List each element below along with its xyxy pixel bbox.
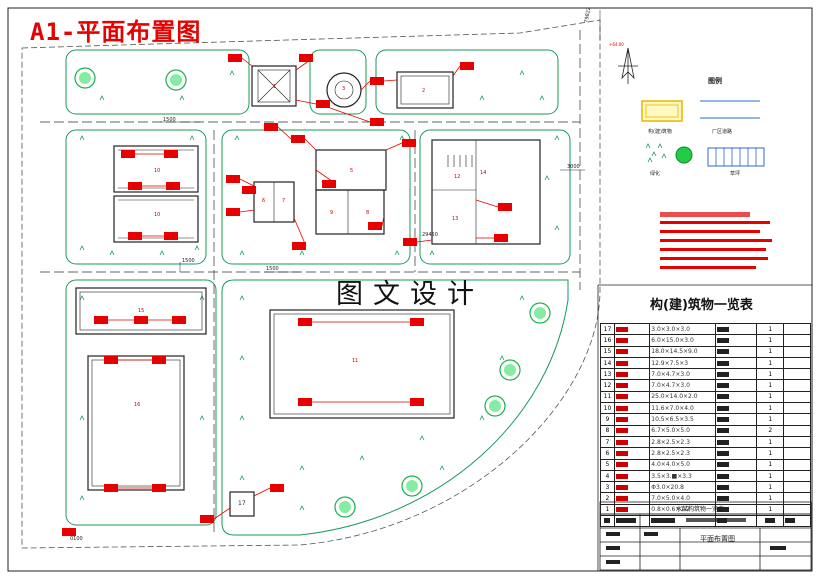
building-2 — [396, 71, 454, 109]
table-header-row — [600, 515, 811, 528]
building-9-8 — [315, 189, 385, 235]
dim-1500-b: 1500 — [182, 258, 195, 264]
zone-b2 — [221, 129, 411, 265]
zone-c1 — [65, 279, 217, 526]
dim-1500-c: 1500 — [266, 266, 279, 272]
unit-label-9: 9 — [330, 210, 334, 216]
dim-0100: 0100 — [70, 536, 83, 542]
building-10a — [113, 145, 199, 193]
zone-b1 — [65, 129, 207, 265]
tree-fill — [79, 72, 546, 513]
buildings — [75, 65, 541, 517]
dim-3000: 3000 — [567, 164, 580, 170]
legend-item-lawn: 草坪 — [730, 171, 741, 177]
unit-label-13: 13 — [452, 216, 459, 222]
table-footer: 水某构筑物一览表 — [676, 506, 725, 513]
building-16 — [87, 355, 185, 491]
coord-label: +64.00 — [609, 42, 624, 47]
grass-marks — [79, 70, 560, 511]
unit-label-5: 5 — [350, 168, 354, 174]
zone-a1 — [65, 49, 250, 115]
legend-title: 图例 — [708, 77, 722, 85]
building-11 — [269, 309, 455, 419]
dim-1500-a: 1500 — [163, 117, 176, 123]
dim-29450: 29450 — [422, 232, 438, 238]
unit-label-12: 12 — [454, 174, 461, 180]
notes-block — [660, 212, 772, 269]
building-17 — [229, 491, 255, 517]
unit-label-7: 7 — [282, 198, 286, 204]
legend-item-road: 厂区道路 — [712, 129, 733, 135]
piping — [108, 57, 499, 520]
building-10b — [113, 195, 199, 243]
building-15 — [75, 287, 207, 335]
unit-label-10a: 10 — [154, 168, 161, 174]
unit-label-10b: 10 — [154, 212, 161, 218]
zone-c2 — [221, 279, 569, 536]
zone-b3 — [419, 129, 571, 265]
unit-label-1: 1 — [273, 84, 277, 90]
unit-label-11: 11 — [352, 358, 359, 364]
building-1 — [251, 65, 297, 107]
road-centerlines — [40, 30, 581, 535]
unit-label-16: 16 — [134, 402, 141, 408]
legend — [641, 100, 765, 167]
zone-a3 — [375, 49, 559, 115]
legend-item-building: 构(建)筑物 — [648, 129, 672, 135]
unit-label-15: 15 — [138, 308, 145, 314]
legend-item-greenery: 绿化 — [650, 171, 661, 177]
drawing-border — [7, 7, 813, 572]
table-title: 构(建)筑物一览表 — [650, 298, 753, 313]
dimension-lines — [160, 10, 601, 273]
unit-label-17: 17 — [238, 500, 246, 507]
building-12-13 — [431, 139, 541, 245]
north-arrow — [618, 47, 638, 84]
drawing-title: A1-平面布置图 — [30, 18, 202, 46]
unit-label-3: 3 — [342, 86, 346, 92]
unit-label-2: 2 — [422, 88, 426, 94]
unit-label-14: 14 — [480, 170, 487, 176]
watermark-text: 图文设计 — [336, 279, 484, 310]
unit-label-8: 8 — [366, 210, 370, 216]
green-zones — [65, 49, 571, 536]
zone-a2 — [309, 49, 367, 115]
drawing-name: 平面布置图 — [700, 535, 735, 543]
unit-label-6: 6 — [262, 198, 266, 204]
equipment-markers — [62, 54, 512, 536]
site-boundary — [21, 19, 601, 549]
